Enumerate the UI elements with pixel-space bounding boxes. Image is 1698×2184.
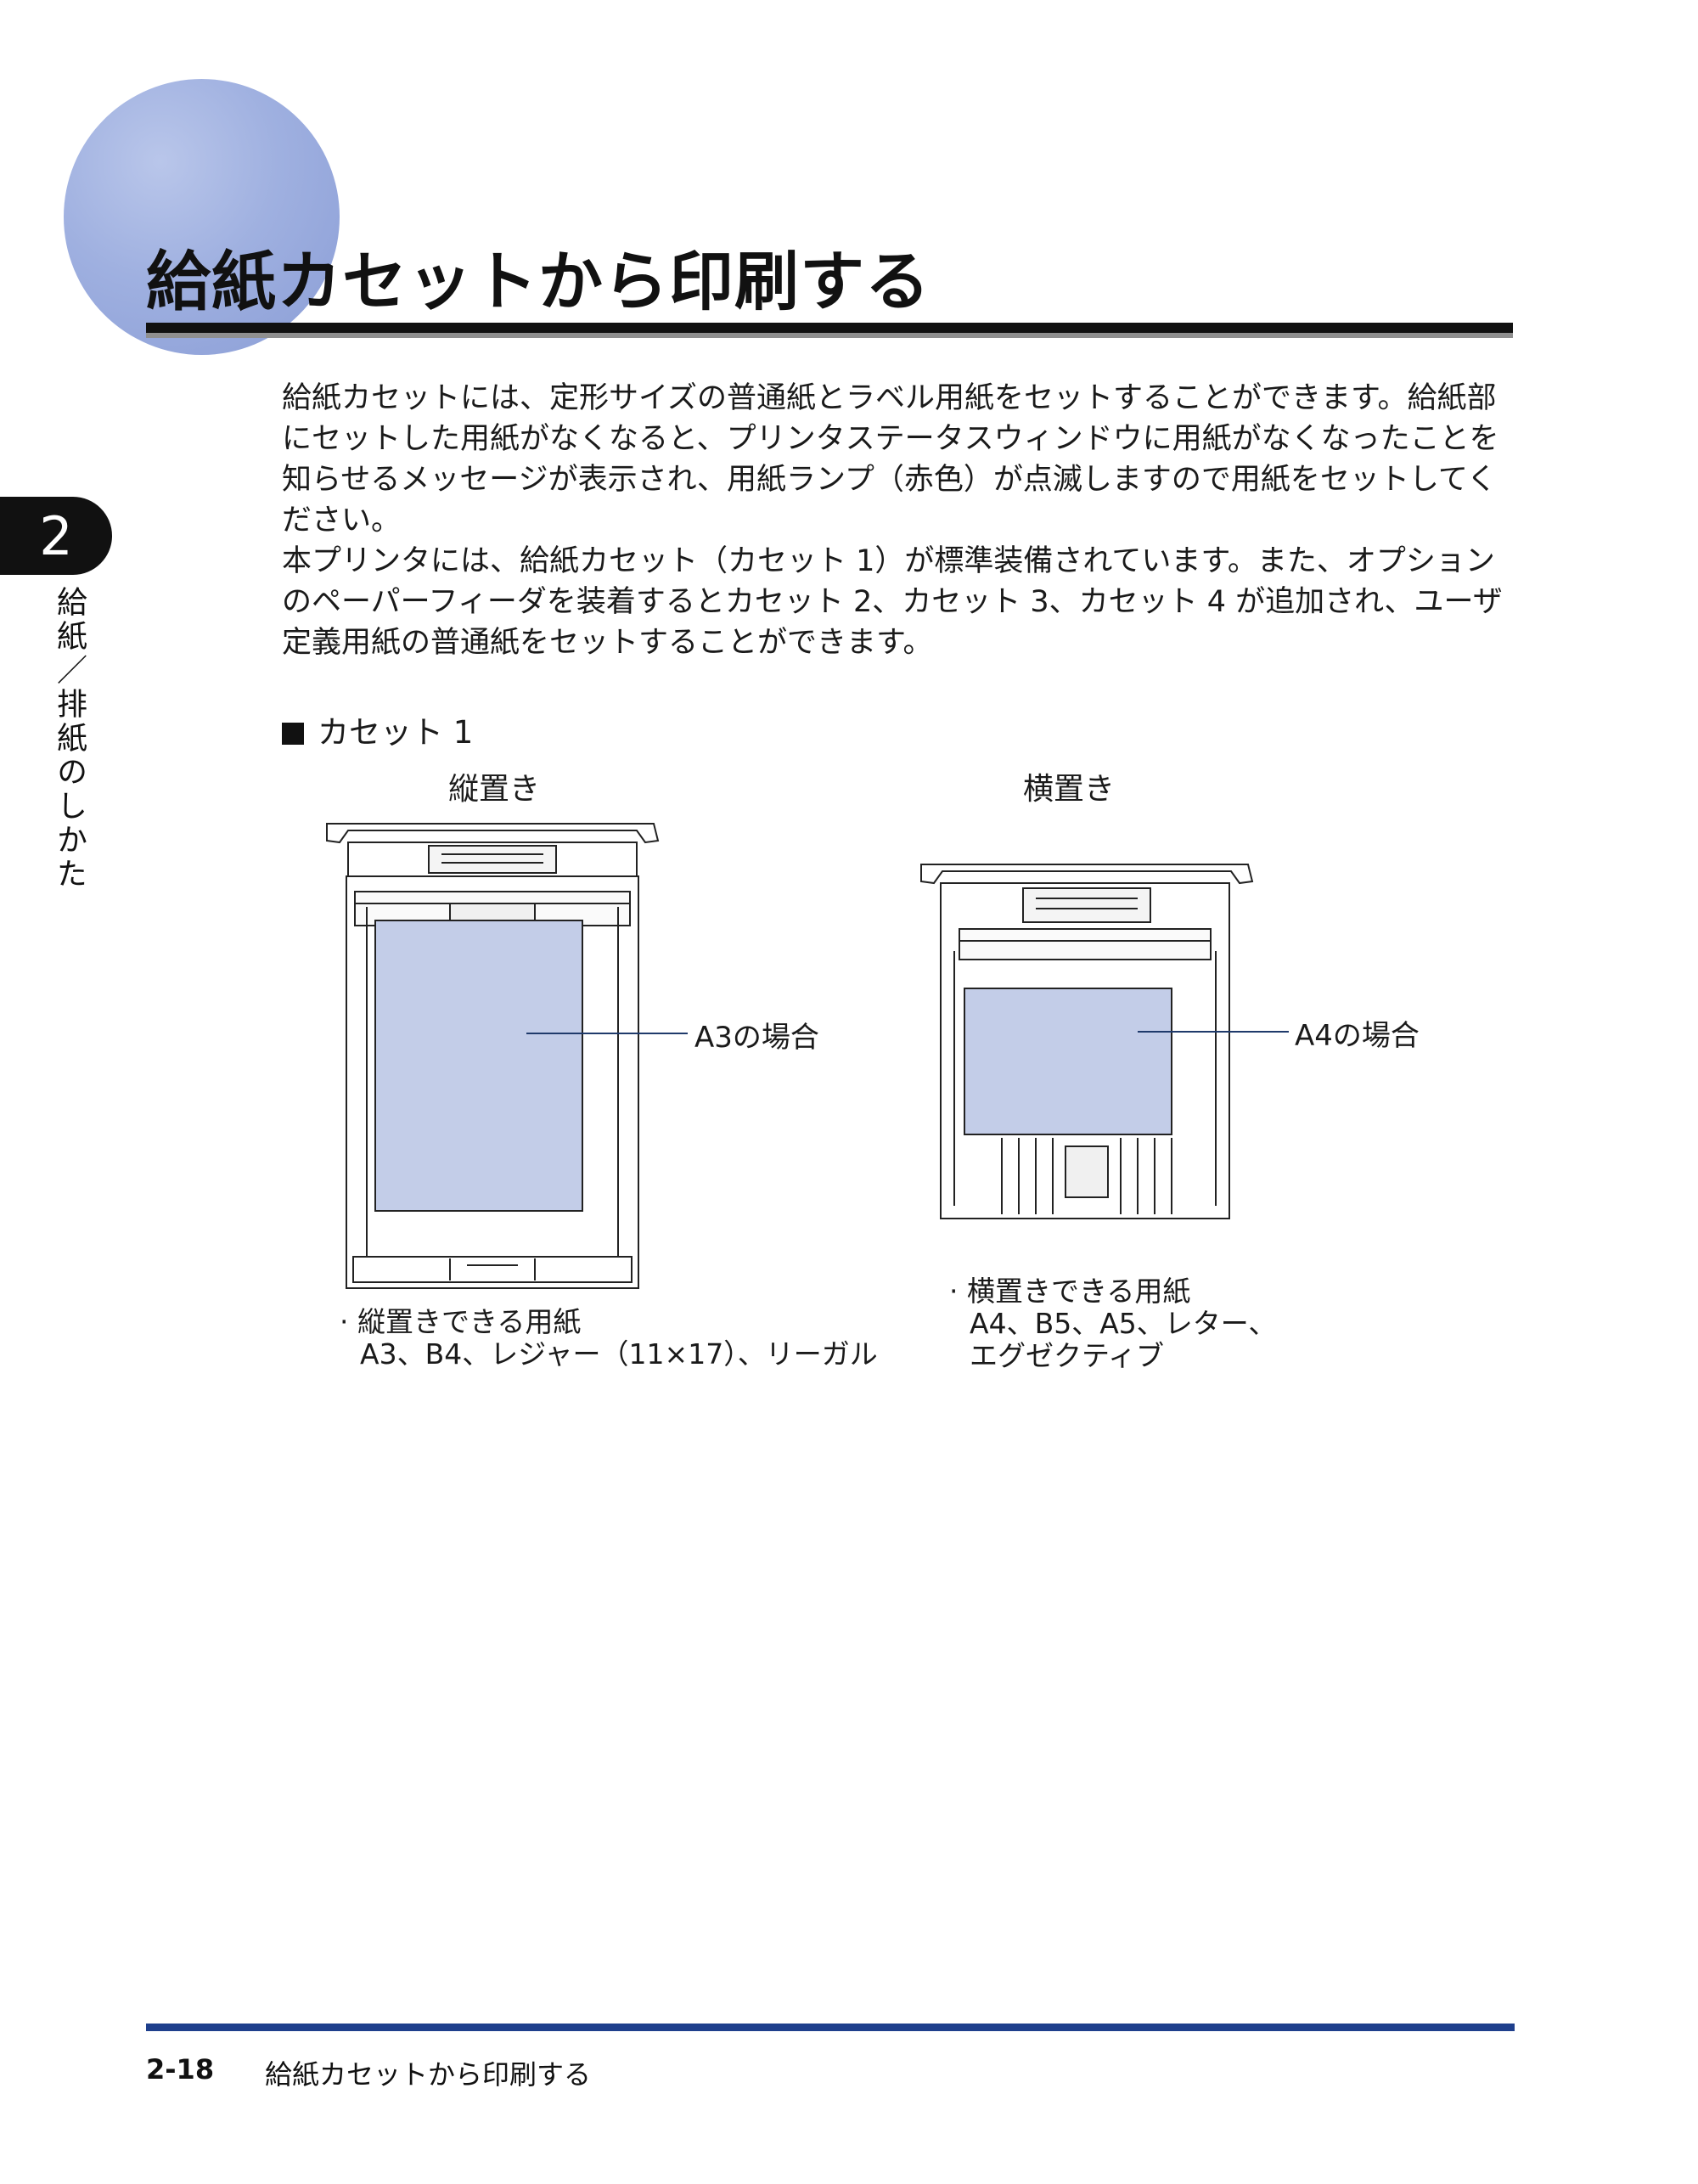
title-decoration-circle bbox=[64, 79, 340, 355]
body-paragraph-2: 本プリンタには、給紙カセット（カセット 1）が標準装備されています。また、オプシ… bbox=[282, 544, 1503, 660]
body-paragraph-1: 給紙カセットには、定形サイズの普通紙とラベル用紙をセットすることができます。給紙… bbox=[282, 381, 1499, 538]
square-bullet-icon bbox=[282, 723, 304, 745]
portrait-cassette-illustration bbox=[326, 823, 660, 1289]
footer-page-number: 2-18 bbox=[146, 2053, 215, 2085]
footer-title: 給紙カセットから印刷する bbox=[265, 2058, 592, 2091]
portrait-caption-title: · 縦置きできる用紙 bbox=[340, 1305, 582, 1338]
section-heading-text: カセット 1 bbox=[318, 714, 474, 751]
a4-paper-sheet bbox=[964, 988, 1172, 1135]
a4-callout: A4の場合 bbox=[1295, 1019, 1420, 1053]
title-underline bbox=[146, 323, 1513, 333]
landscape-label: 横置き bbox=[1023, 772, 1116, 807]
a4-leader-line bbox=[1138, 1031, 1289, 1033]
landscape-caption-sizes: A4、B5、A5、レター、 bbox=[970, 1307, 1277, 1340]
page-title: 給紙カセットから印刷する bbox=[146, 244, 931, 319]
footer-rule bbox=[146, 2024, 1515, 2031]
landscape-cassette-illustration bbox=[920, 864, 1254, 1219]
a3-paper-sheet bbox=[374, 920, 583, 1212]
landscape-caption-sizes-2: エグゼクティブ bbox=[970, 1339, 1165, 1372]
a3-leader-line bbox=[526, 1033, 688, 1034]
chapter-tab: 2 bbox=[0, 497, 112, 575]
section-heading: カセット 1 bbox=[282, 706, 473, 752]
portrait-label: 縦置き bbox=[448, 772, 541, 807]
title-underline-shadow bbox=[146, 333, 1513, 338]
portrait-caption-sizes: A3、B4、レジャー（11×17）、リーガル bbox=[360, 1337, 878, 1371]
chapter-label: 給紙／排紙のしかた bbox=[52, 586, 87, 892]
a3-callout: A3の場合 bbox=[694, 1021, 819, 1055]
chapter-number: 2 bbox=[39, 504, 73, 567]
body-text: 給紙カセットには、定形サイズの普通紙とラベル用紙をセットすることができます。給紙… bbox=[282, 378, 1521, 663]
landscape-caption-title: · 横置きできる用紙 bbox=[949, 1275, 1191, 1308]
